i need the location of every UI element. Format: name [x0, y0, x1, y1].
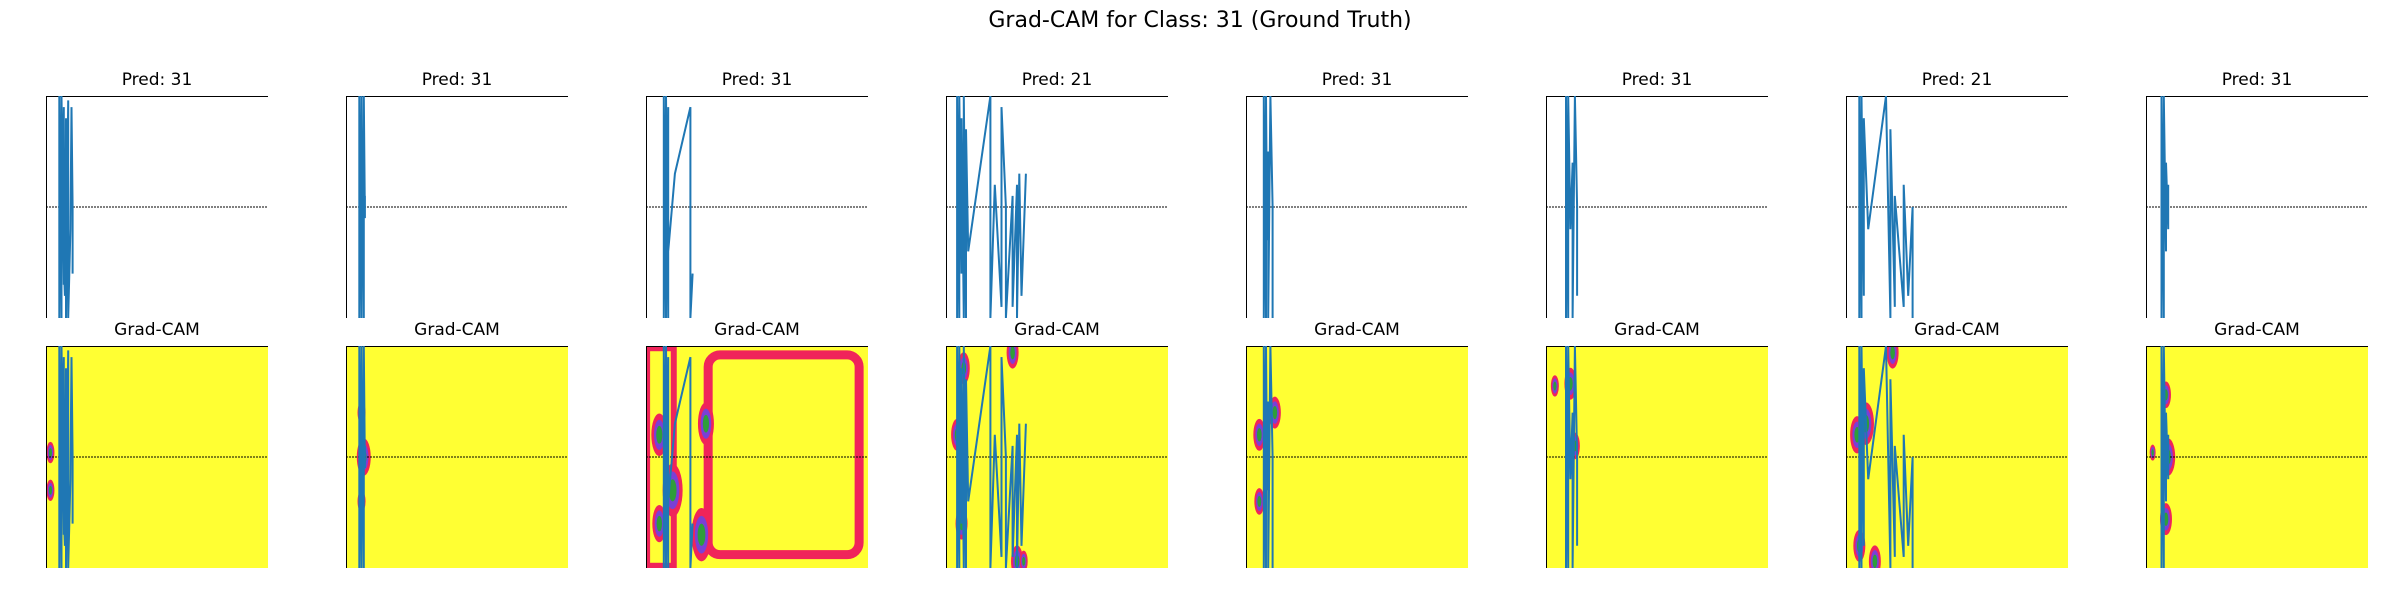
gradcam-title: Grad-CAM [114, 320, 200, 340]
gradcam-title: Grad-CAM [2214, 320, 2300, 340]
gradcam-title: Grad-CAM [1614, 320, 1700, 340]
gradcam-title: Grad-CAM [1014, 320, 1100, 340]
heatmap-hotspot-inner [668, 479, 677, 502]
signal-line [1565, 96, 1579, 318]
signal-line [1858, 96, 1914, 318]
signal-line-overlay [358, 346, 366, 568]
figure-title: Grad-CAM for Class: 31 (Ground Truth) [988, 8, 1412, 33]
heatmap-hotspot-inner [2151, 449, 2154, 456]
gradcam-panel [2146, 346, 2368, 568]
signal-panel [1246, 96, 1468, 318]
heatmap-hotspot-inner [1553, 381, 1557, 391]
heatmap-hotspot-inner [48, 448, 52, 457]
signal-line [58, 96, 74, 318]
heatmap-hotspot-inner [1890, 346, 1895, 360]
pred-title: Pred: 21 [1921, 70, 1993, 90]
signal-panel [1846, 96, 2068, 318]
signal-plot [346, 96, 568, 318]
heatmap-hotspot-inner [48, 485, 52, 495]
pred-title: Pred: 31 [721, 70, 793, 90]
signal-line-overlay [1858, 346, 1914, 568]
gradcam-plot [1246, 346, 1468, 568]
signal-plot [1546, 96, 1768, 318]
gradcam-title: Grad-CAM [414, 320, 500, 340]
heatmap-hotspot-inner [697, 523, 706, 546]
gradcam-panel [946, 346, 1168, 568]
gradcam-title: Grad-CAM [1314, 320, 1400, 340]
heatmap-hotspot-inner [2163, 512, 2169, 526]
signal-plot [646, 96, 868, 318]
signal-line-overlay [1262, 346, 1274, 568]
heatmap-hotspot-inner [656, 425, 663, 444]
gradcam-title: Grad-CAM [714, 320, 800, 340]
heatmap-hotspot-inner [1010, 346, 1015, 360]
signal-line-overlay [58, 346, 74, 568]
signal-line [956, 96, 1027, 318]
pred-title: Pred: 31 [421, 70, 493, 90]
pred-title: Pred: 31 [121, 70, 193, 90]
signal-panel [2146, 96, 2368, 318]
signal-line [358, 96, 366, 318]
signal-line [1262, 96, 1274, 318]
gradcam-panel [1846, 346, 2068, 568]
gradcam-plot [346, 346, 568, 568]
heatmap-border-hot [703, 350, 864, 560]
heatmap-hotspot-inner [1022, 556, 1026, 566]
pred-title: Pred: 31 [2221, 70, 2293, 90]
heatmap-hotspot-inner [1256, 428, 1262, 442]
gradcam-panel [1246, 346, 1468, 568]
gradcam-panel [646, 346, 868, 568]
gradcam-plot [1846, 346, 2068, 568]
signal-plot [1246, 96, 1468, 318]
signal-line-overlay [662, 346, 694, 568]
signal-plot [2146, 96, 2368, 318]
gradcam-panel [346, 346, 568, 568]
signal-plot [1846, 96, 2068, 318]
gradcam-panel [1546, 346, 1768, 568]
heatmap-hotspot-inner [656, 515, 663, 532]
heatmap-hotspot-inner [1257, 495, 1262, 507]
signal-panel [1546, 96, 1768, 318]
signal-line-overlay [956, 346, 1027, 568]
gradcam-plot [1546, 346, 1768, 568]
gradcam-plot [2146, 346, 2368, 568]
signal-panel [346, 96, 568, 318]
heatmap-hotspot-inner [1272, 405, 1278, 420]
heatmap-hotspot-inner [702, 414, 710, 433]
signal-line-overlay [2160, 346, 2170, 568]
gradcam-panel [46, 346, 268, 568]
pred-title: Pred: 31 [1621, 70, 1693, 90]
signal-plot [946, 96, 1168, 318]
signal-line [2160, 96, 2170, 318]
heatmap-hotspot-inner [1872, 554, 1878, 568]
pred-title: Pred: 21 [1021, 70, 1093, 90]
gradcam-plot [946, 346, 1168, 568]
gradcam-title: Grad-CAM [1914, 320, 2000, 340]
signal-line-overlay [1565, 346, 1579, 568]
signal-panel [946, 96, 1168, 318]
signal-panel [646, 96, 868, 318]
gradcam-plot [46, 346, 268, 568]
signal-panel [46, 96, 268, 318]
gradcam-plot [646, 346, 868, 568]
pred-title: Pred: 31 [1321, 70, 1393, 90]
signal-plot [46, 96, 268, 318]
